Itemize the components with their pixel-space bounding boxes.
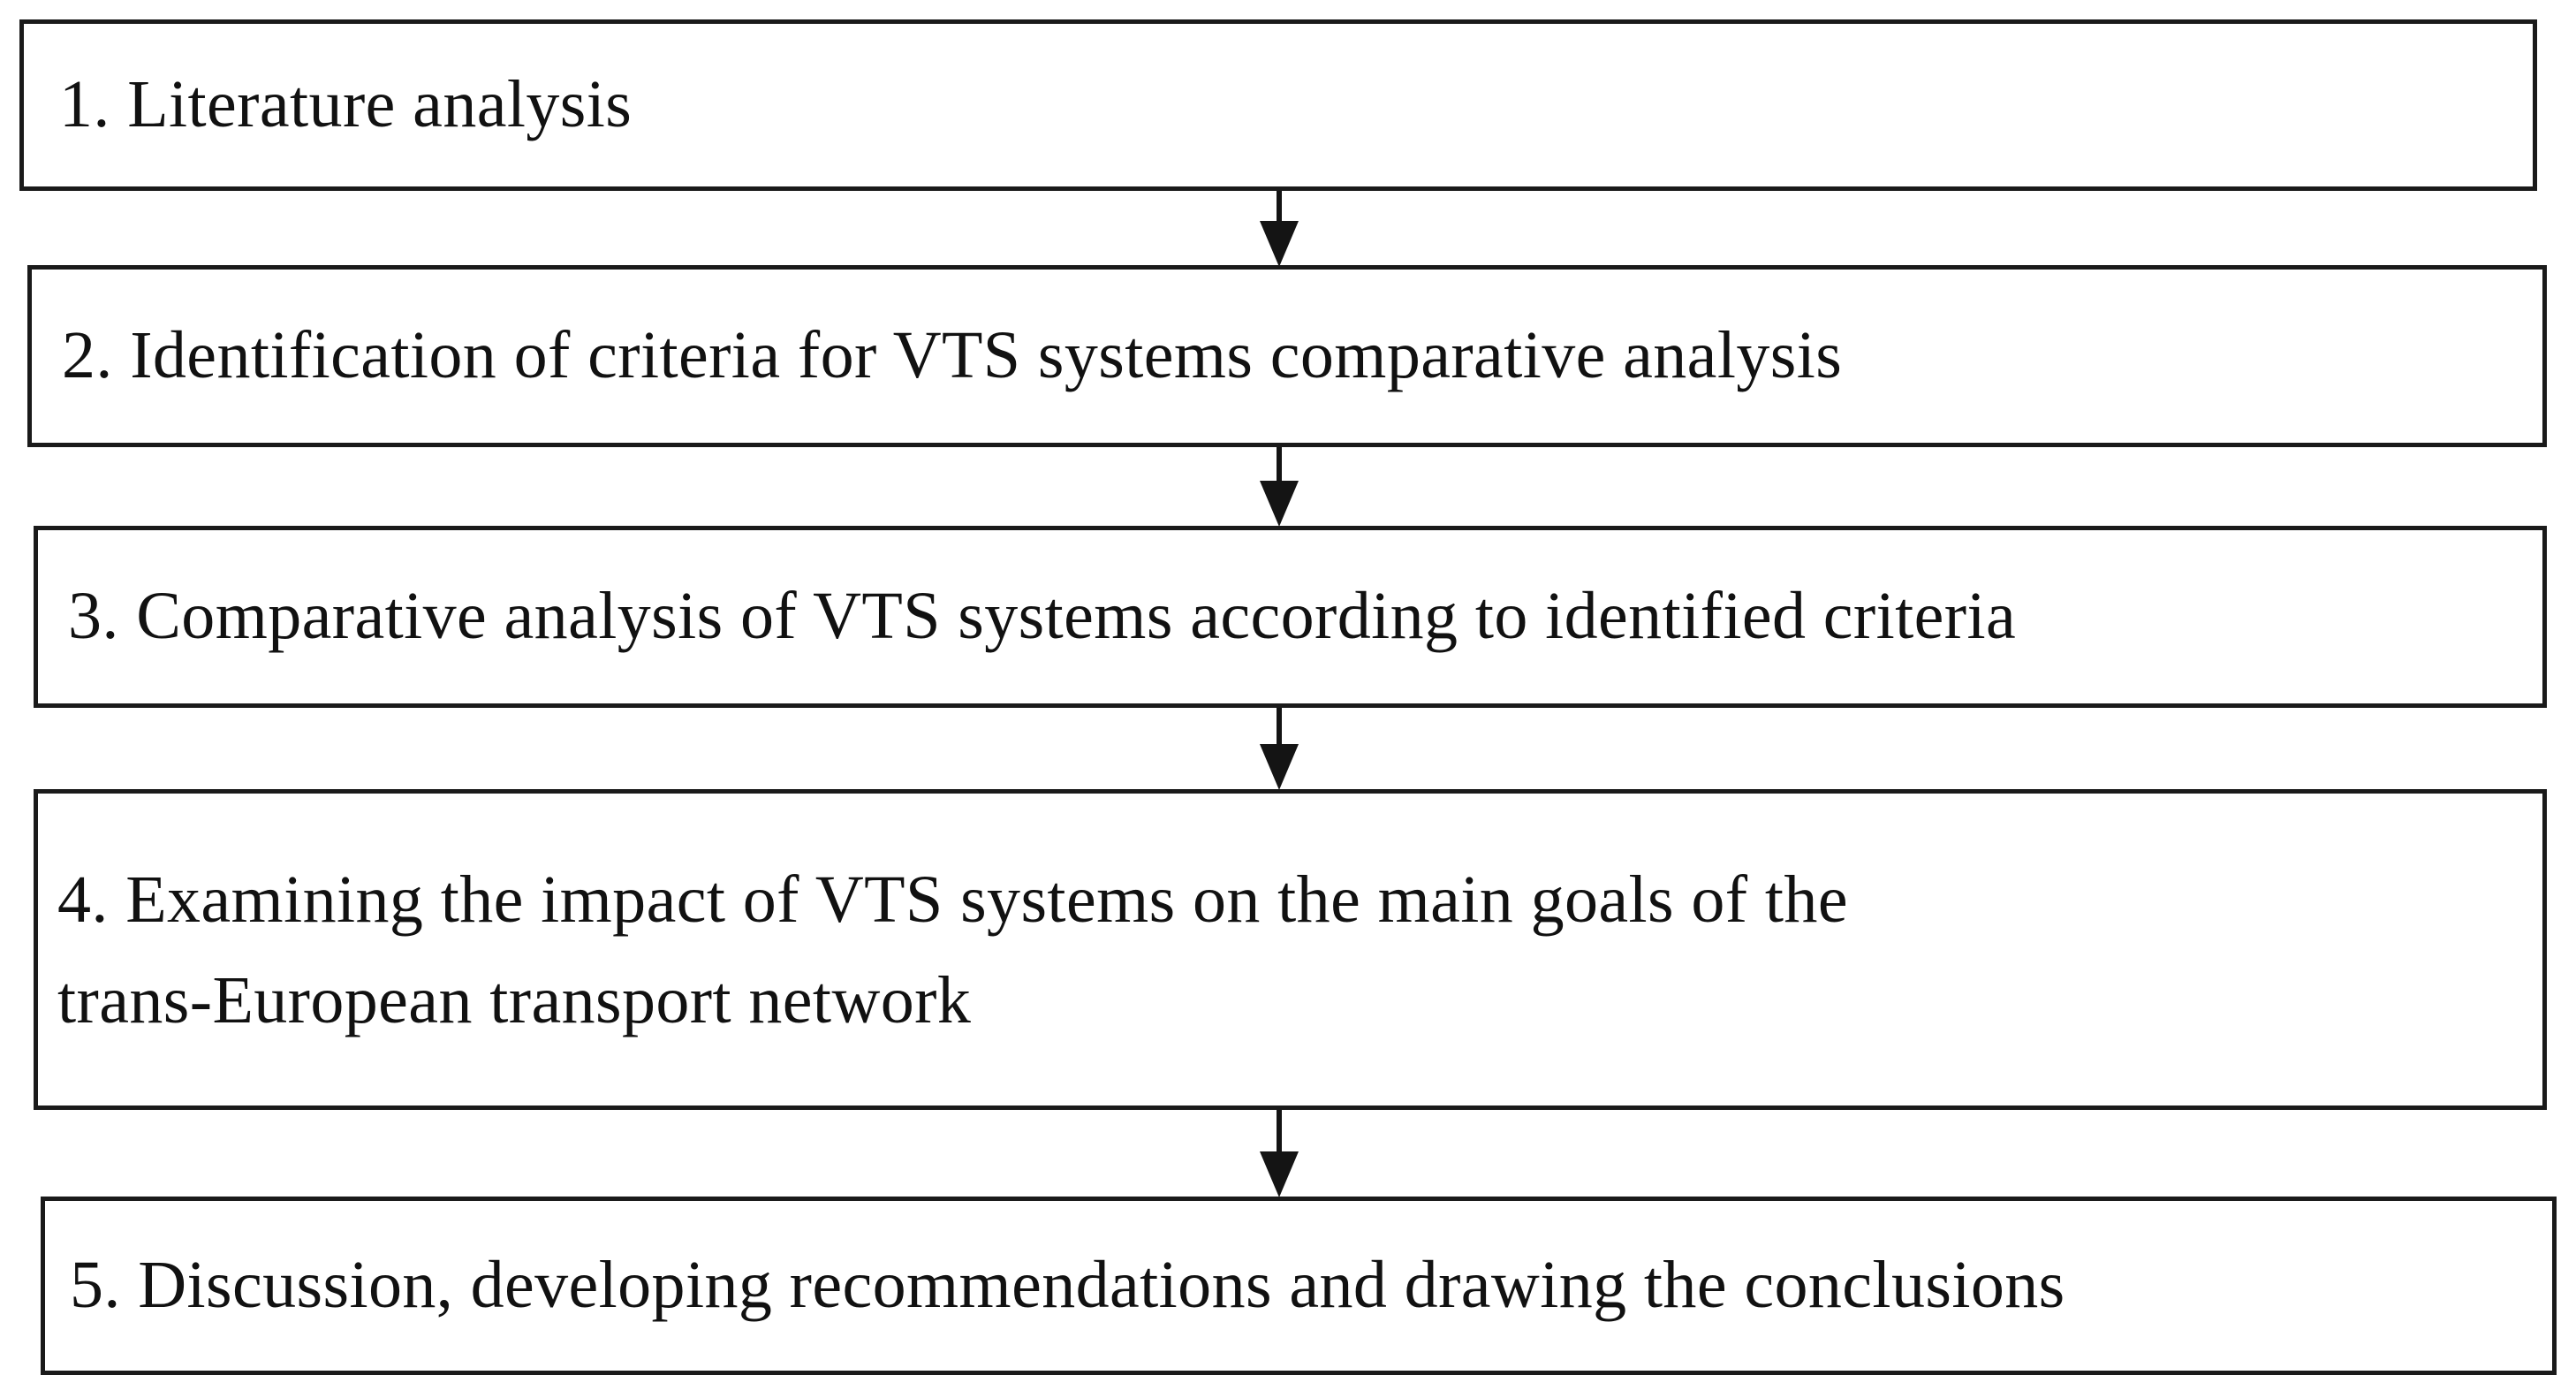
- arrow-head: [1260, 221, 1299, 267]
- flow-step-3-label: 3. Comparative analysis of VTS systems a…: [68, 579, 2017, 654]
- arrow-head: [1260, 1151, 1299, 1197]
- down-arrow-icon-4-to-5: [1253, 1110, 1306, 1197]
- down-arrow-icon-1-to-2: [1253, 191, 1306, 267]
- down-arrow-icon-2-to-3: [1253, 447, 1306, 527]
- arrow-shaft: [1277, 708, 1282, 748]
- arrow-head: [1260, 481, 1299, 527]
- flow-step-2-label: 2. Identification of criteria for VTS sy…: [62, 318, 1843, 393]
- flow-step-4-label: 4. Examining the impact of VTS systems o…: [57, 862, 1848, 1037]
- flow-step-3: 3. Comparative analysis of VTS systems a…: [34, 526, 2547, 708]
- flow-step-5-label: 5. Discussion, developing recommendation…: [70, 1248, 2065, 1323]
- flow-step-5: 5. Discussion, developing recommendation…: [41, 1197, 2557, 1375]
- flow-step-1: 1. Literature analysis: [19, 19, 2537, 191]
- arrow-shaft: [1277, 191, 1282, 228]
- arrow-shaft: [1277, 1110, 1282, 1154]
- down-arrow-icon-3-to-4: [1253, 708, 1306, 790]
- arrow-head: [1260, 744, 1299, 790]
- flow-step-1-label: 1. Literature analysis: [59, 67, 633, 142]
- flow-step-4: 4. Examining the impact of VTS systems o…: [34, 789, 2547, 1110]
- arrow-shaft: [1277, 447, 1282, 486]
- flow-step-2: 2. Identification of criteria for VTS sy…: [27, 265, 2547, 447]
